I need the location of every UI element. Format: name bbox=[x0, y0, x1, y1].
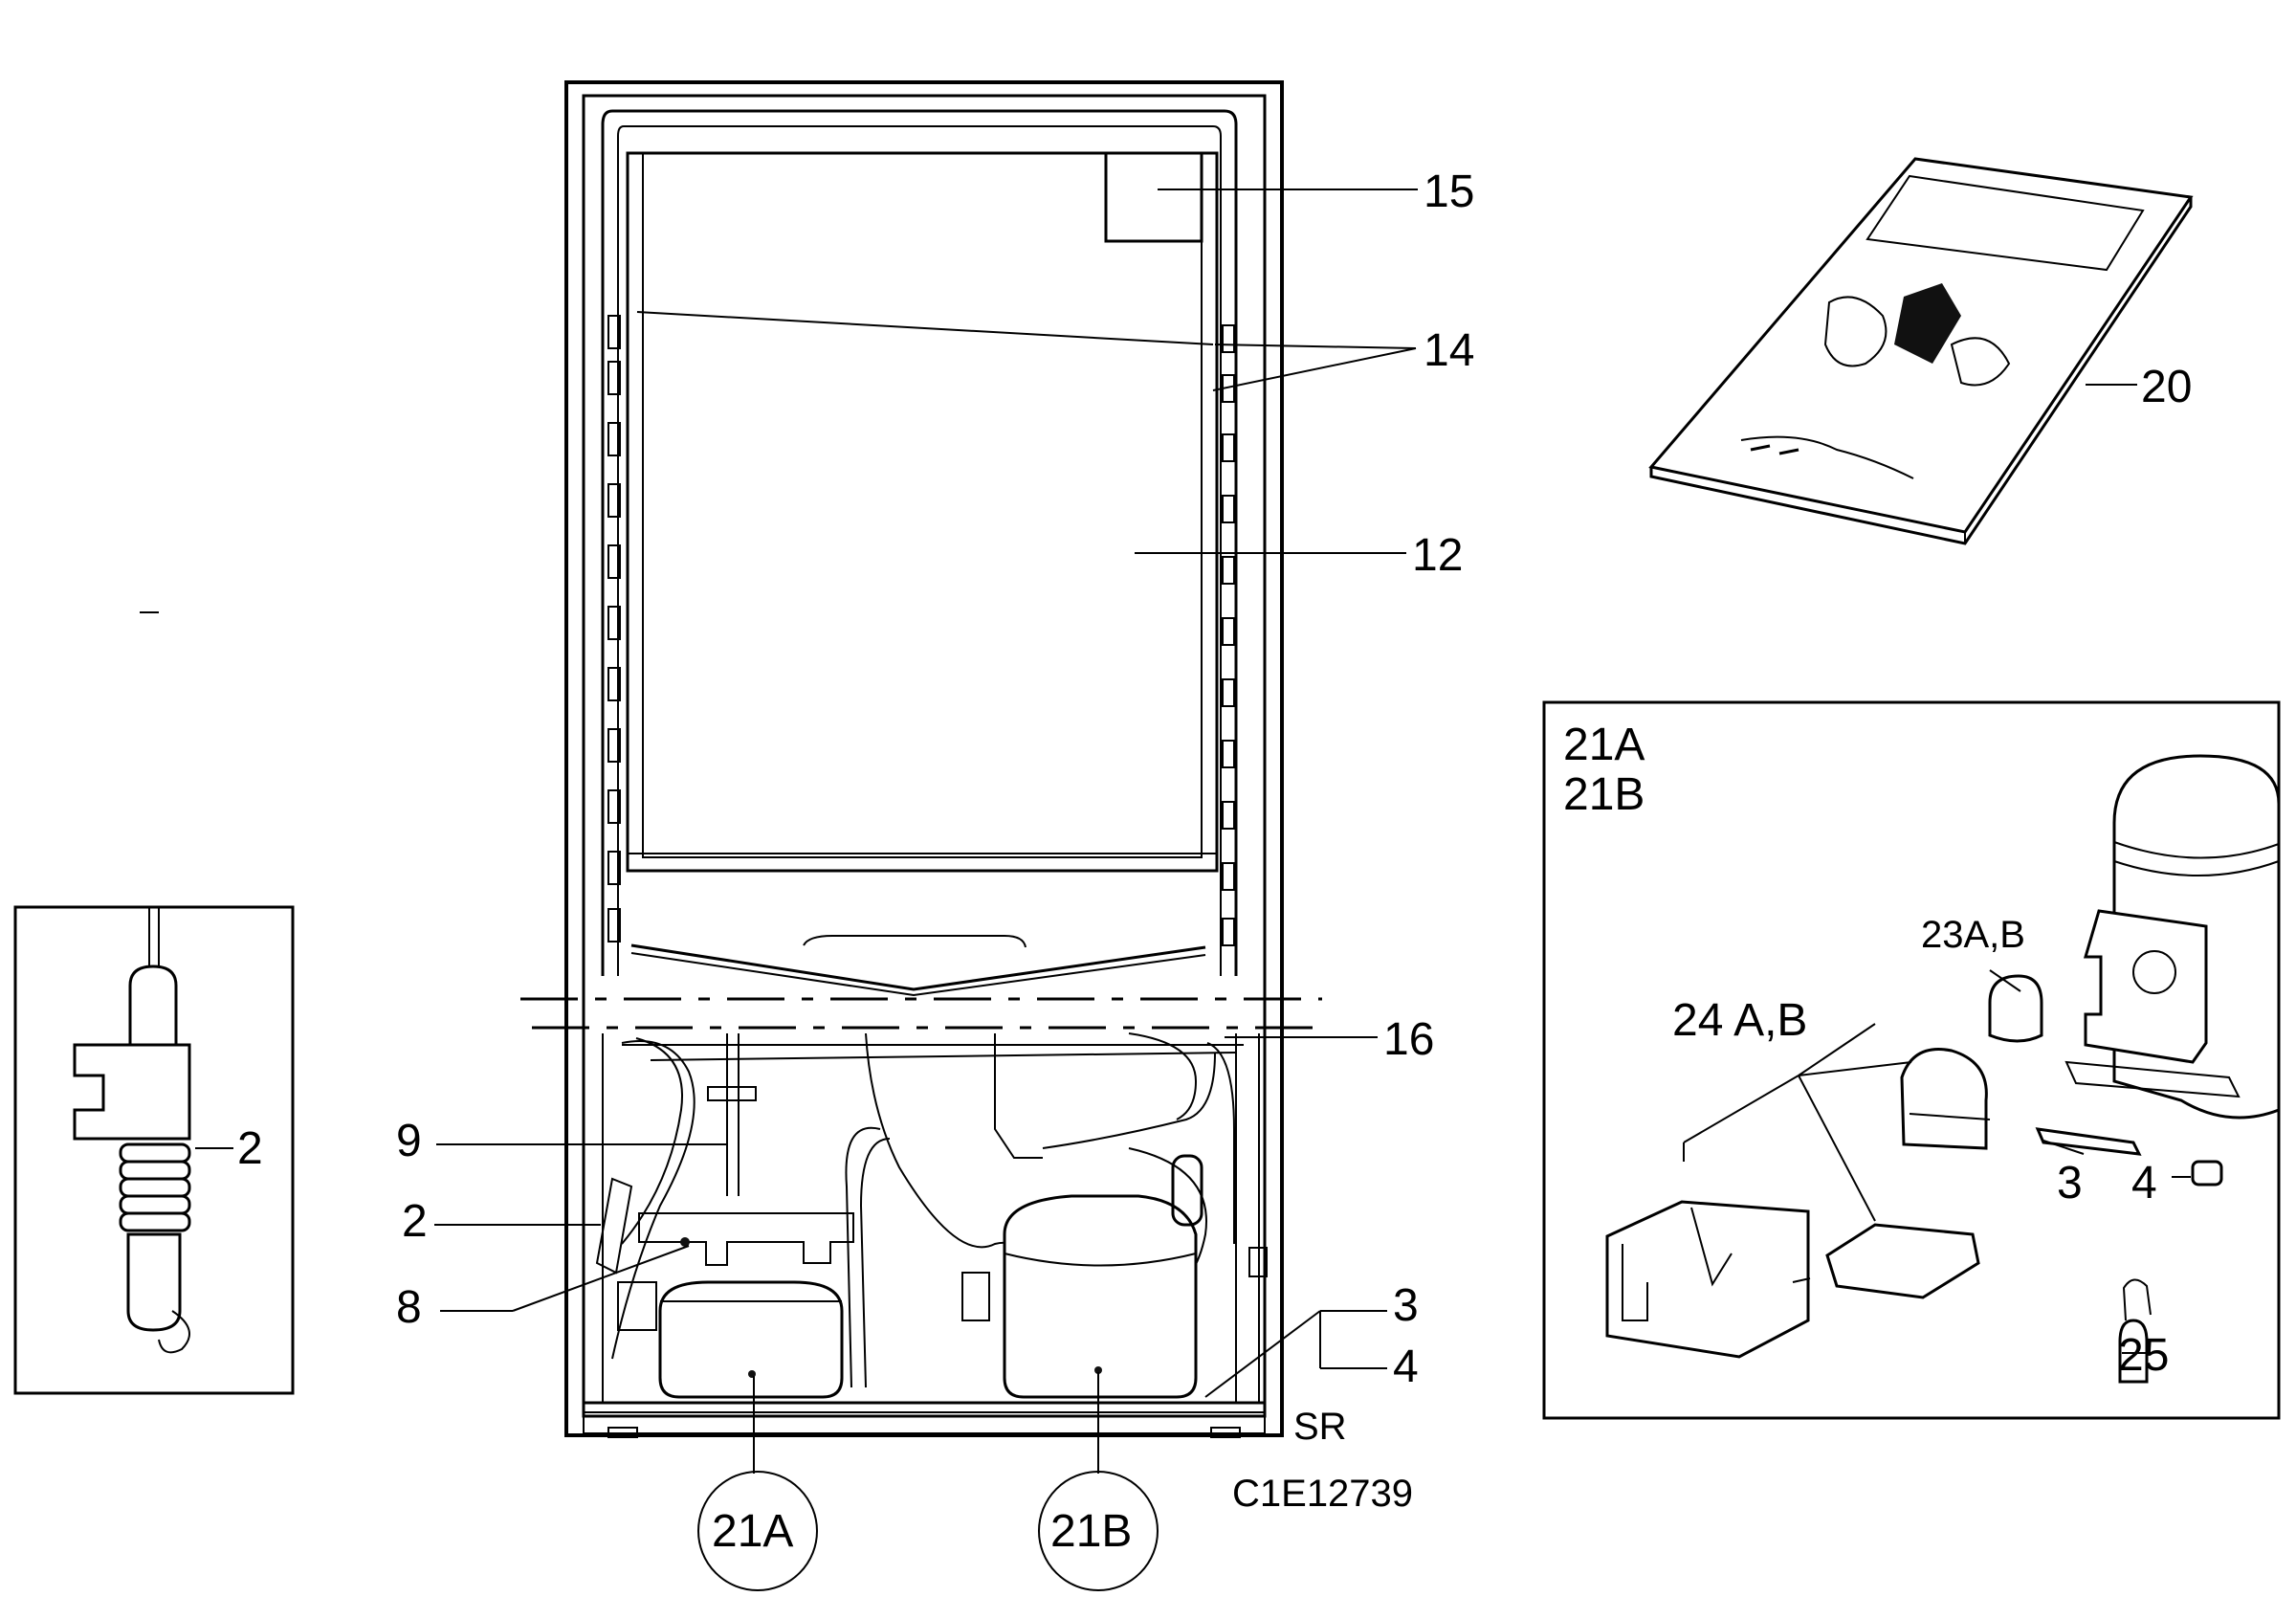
box-label-24: 24 A,B bbox=[1672, 995, 1807, 1046]
box-label-3: 3 bbox=[2057, 1158, 2083, 1209]
label-sr: SR bbox=[1293, 1406, 1347, 1448]
label-12: 12 bbox=[1412, 530, 1463, 581]
label-14: 14 bbox=[1424, 325, 1474, 376]
box-label-21b: 21B bbox=[1563, 769, 1645, 820]
label-code: C1E12739 bbox=[1232, 1473, 1413, 1515]
label-21b: 21B bbox=[1050, 1506, 1132, 1557]
label-9: 9 bbox=[396, 1116, 422, 1166]
label-16: 16 bbox=[1383, 1014, 1434, 1065]
cabinet-drawing bbox=[520, 80, 1322, 1438]
box-label-21a: 21A bbox=[1563, 720, 1645, 770]
callout-21a-circle bbox=[697, 1471, 818, 1591]
label-4: 4 bbox=[1393, 1342, 1419, 1392]
callout-21b-circle bbox=[1038, 1471, 1159, 1591]
compressor-detail-box bbox=[1542, 700, 2281, 1420]
box-label-4: 4 bbox=[2131, 1158, 2157, 1209]
label-2: 2 bbox=[402, 1196, 428, 1247]
label-15: 15 bbox=[1424, 166, 1474, 217]
label-8: 8 bbox=[396, 1282, 422, 1333]
thermostat-inset bbox=[13, 611, 295, 1395]
box-label-23: 23A,B bbox=[1921, 914, 2025, 956]
label-21a: 21A bbox=[712, 1506, 793, 1557]
manual-drawing bbox=[1648, 157, 2194, 545]
leader-lines bbox=[434, 189, 2137, 1474]
label-20: 20 bbox=[2141, 362, 2192, 412]
inset-label-2: 2 bbox=[237, 1123, 263, 1174]
box-label-25: 25 bbox=[2118, 1330, 2169, 1381]
label-3: 3 bbox=[1393, 1280, 1419, 1331]
